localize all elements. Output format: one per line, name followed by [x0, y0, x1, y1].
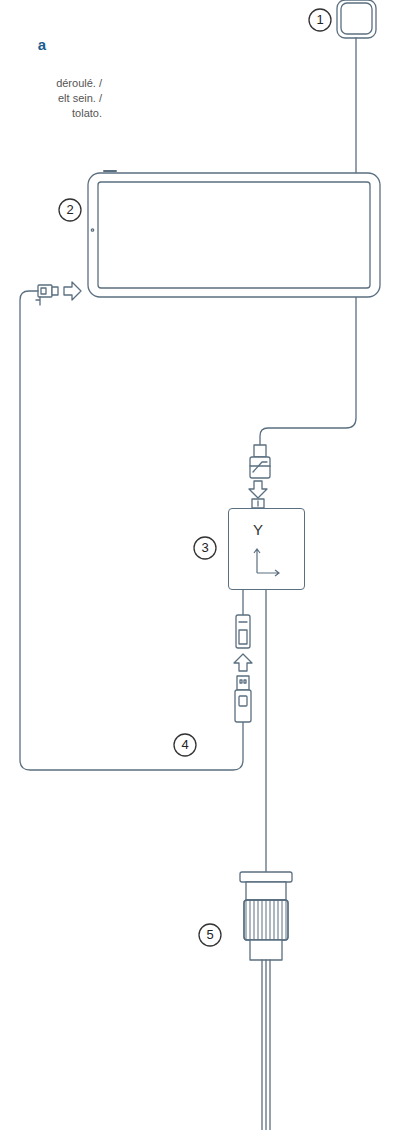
section-heading: a — [38, 36, 46, 53]
mini-usb-mark — [41, 288, 46, 294]
callout-number: 2 — [59, 199, 81, 221]
callout-circle — [174, 734, 196, 756]
box-label: Y — [253, 521, 263, 538]
usb-socket-opening — [239, 630, 247, 644]
bnc-pin — [257, 501, 258, 506]
insert-arrow — [64, 282, 81, 300]
bnc-plug — [250, 457, 270, 478]
splitter-box: Y — [228, 508, 305, 590]
connector-knurl-outline — [244, 900, 288, 940]
connector-body — [246, 882, 286, 900]
callout-number: 5 — [199, 924, 221, 946]
power-lead — [265, 590, 266, 872]
callout-number: 4 — [174, 734, 196, 756]
connector-knurl — [244, 900, 288, 940]
usb-socket-ring — [239, 621, 247, 622]
tablet — [88, 173, 380, 297]
usb-plug-hole — [240, 680, 242, 683]
note-text: tolato. — [72, 106, 102, 120]
mini-usb-tip — [52, 287, 58, 295]
insert-arrow — [249, 481, 267, 498]
usb-lead — [242, 590, 243, 615]
axis-symbol — [229, 509, 306, 591]
power-cable — [269, 960, 270, 1130]
tablet-screen — [98, 182, 370, 288]
callout-circle — [194, 537, 216, 559]
axis-arrow — [254, 549, 279, 576]
usb-plug-hole — [244, 680, 246, 683]
antenna-face — [341, 3, 372, 34]
callout-number: 3 — [194, 537, 216, 559]
usb-plug — [235, 690, 251, 722]
usb-cable — [20, 291, 243, 770]
note-text: déroulé. / — [56, 76, 102, 90]
connector-tail — [250, 940, 282, 960]
usb-plug-metal — [237, 676, 249, 690]
bnc-ring — [250, 465, 270, 466]
connector-collar — [240, 872, 292, 882]
callout-circle — [59, 199, 81, 221]
bnc-socket — [252, 499, 264, 508]
usb-socket — [236, 615, 250, 648]
power-cable — [265, 960, 266, 1130]
callout-number: 1 — [309, 9, 331, 31]
insert-arrow — [234, 654, 252, 671]
callout-circle — [199, 924, 221, 946]
bnc-bayonet — [253, 462, 267, 472]
mini-usb-plug — [38, 285, 52, 297]
cable-strain — [36, 297, 40, 305]
power-cable — [261, 960, 262, 1130]
note-text: elt sein. / — [58, 91, 102, 105]
usb-logo-area — [239, 696, 247, 706]
tablet-camera — [91, 229, 93, 231]
tablet-button — [104, 170, 116, 172]
callout-circle — [309, 9, 331, 31]
bnc-plug-neck — [254, 445, 266, 457]
antenna — [337, 0, 376, 38]
callout-circles — [59, 9, 331, 946]
